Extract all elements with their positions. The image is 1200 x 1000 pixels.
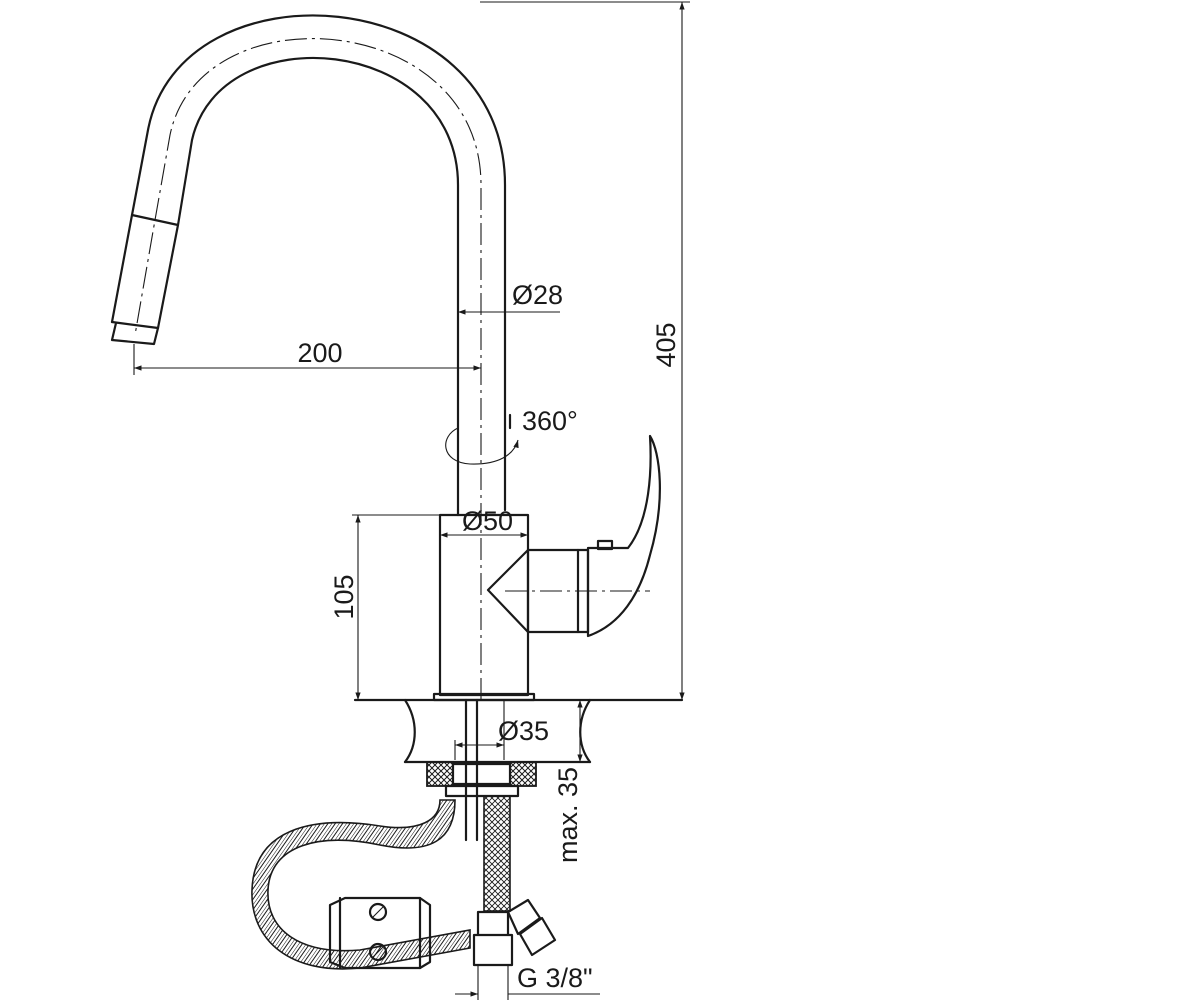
- mount-washer-right: [509, 761, 537, 787]
- total-height-label: 405: [651, 322, 681, 367]
- dimension-body-diameter: Ø50: [440, 506, 528, 538]
- spout: [110, 14, 507, 700]
- body-height-label: 105: [329, 574, 359, 619]
- rotation-indicator: 360°: [445, 406, 578, 465]
- spray-head-joint: [130, 213, 180, 227]
- dimension-counter-thickness: max. 35: [553, 700, 583, 863]
- body-diameter-label: Ø50: [462, 506, 513, 536]
- dimension-body-height: 105: [329, 514, 440, 700]
- pullout-hose-coil: [251, 799, 471, 970]
- supply-hose-braided: [483, 795, 511, 912]
- dimension-spout-reach: 200: [133, 338, 481, 375]
- mount-washer-left: [426, 761, 454, 787]
- rotation-label: 360°: [522, 406, 578, 436]
- screw-top: [368, 902, 388, 922]
- lever-handle: [586, 434, 661, 638]
- screw-bottom: [368, 942, 388, 962]
- hose-connector-angled: [506, 898, 557, 957]
- dimension-connection-thread: G 3/8": [455, 963, 600, 997]
- spout-diameter-label: Ø28: [512, 280, 563, 310]
- hose-weight: [328, 896, 432, 970]
- dimension-total-height: 405: [480, 1, 690, 700]
- spout-reach-label: 200: [297, 338, 342, 368]
- hose-connector-straight: [472, 910, 514, 967]
- spout-outer-contour: [110, 14, 507, 512]
- mount-hole-label: Ø35: [498, 716, 549, 746]
- dimension-spout-diameter: Ø28: [458, 280, 563, 315]
- counter-thickness-label: max. 35: [553, 767, 583, 863]
- spout-inner-contour: [156, 56, 460, 512]
- spout-center-line: [134, 38, 482, 700]
- body-cylinder: [438, 513, 530, 697]
- faucet-body: [432, 434, 661, 702]
- pullout-hose: [251, 799, 471, 970]
- connection-thread-label: G 3/8": [517, 963, 593, 993]
- spray-nozzle: [110, 320, 160, 346]
- mount-plate: [444, 784, 520, 798]
- dimension-mount-hole: Ø35: [454, 700, 549, 760]
